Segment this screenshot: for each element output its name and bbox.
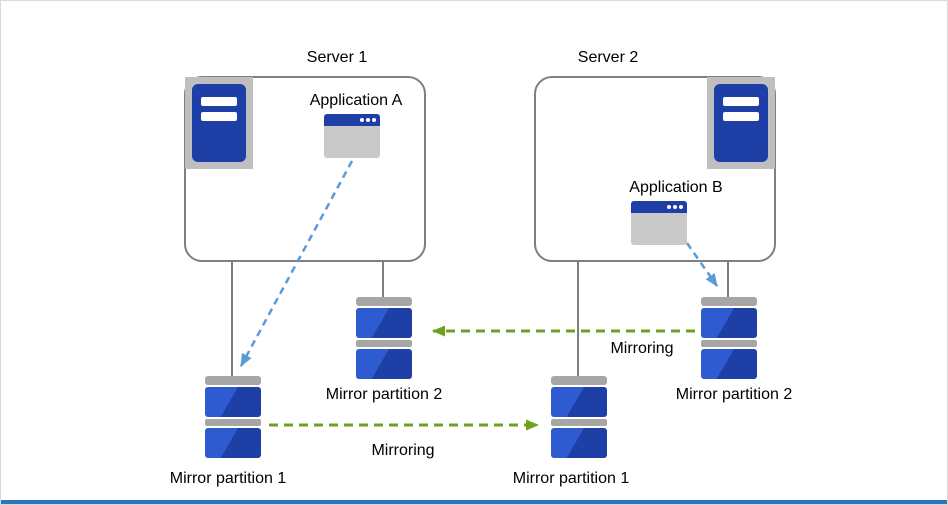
server-tower-slot: [723, 112, 759, 121]
window-dot: [372, 118, 376, 122]
disk-platter: [205, 428, 261, 458]
server-tower-slot: [723, 97, 759, 106]
window-titlebar: [631, 201, 687, 213]
server1-to-mp2-connector: [382, 262, 384, 297]
disk-platter: [551, 428, 607, 458]
application-b-window-icon: [631, 201, 687, 245]
disk-separator: [356, 340, 412, 347]
window-titlebar: [324, 114, 380, 126]
application-b-label: Application B: [629, 179, 723, 196]
mirror-partition-2-left-disk-icon: [356, 297, 412, 381]
mirror-partition-1-left-disk-icon: [205, 376, 261, 460]
window-dot: [360, 118, 364, 122]
mirror-partition-2-right-disk-icon: [701, 297, 757, 381]
disk-platter: [701, 308, 757, 338]
disk-cap: [205, 376, 261, 385]
disk-separator: [551, 419, 607, 426]
server2-to-mp2-connector: [727, 262, 729, 297]
disk-cap: [356, 297, 412, 306]
mirror-partition-1-right-label: Mirror partition 1: [512, 470, 630, 487]
mirror-partition-1-right-disk-icon: [551, 376, 607, 460]
server2-to-mp1-connector: [577, 262, 579, 376]
disk-cap: [701, 297, 757, 306]
mirroring-top-label: Mirroring: [610, 340, 674, 357]
mirror-partition-2-right-label: Mirror partition 2: [675, 386, 793, 403]
window-dot: [366, 118, 370, 122]
bottom-accent-bar: [1, 500, 947, 504]
window-dot: [679, 205, 683, 209]
window-dot: [667, 205, 671, 209]
server-tower-slot: [201, 97, 237, 106]
server-tower-body: [192, 84, 246, 162]
window-titlebar-dots: [360, 118, 376, 122]
disk-platter: [356, 308, 412, 338]
disk-platter: [701, 349, 757, 379]
server2-tower-icon: [707, 77, 775, 169]
window-titlebar-dots: [667, 205, 683, 209]
server2-label: Server 2: [577, 49, 639, 66]
application-a-label: Application A: [309, 92, 403, 109]
disk-platter: [551, 387, 607, 417]
server-tower-slot: [201, 112, 237, 121]
server1-label: Server 1: [306, 49, 368, 66]
mirroring-bottom-label: Mirroring: [371, 442, 435, 459]
application-a-window-icon: [324, 114, 380, 158]
mirror-partition-1-left-label: Mirror partition 1: [169, 470, 287, 487]
disk-separator: [701, 340, 757, 347]
disk-cap: [551, 376, 607, 385]
disk-separator: [205, 419, 261, 426]
window-dot: [673, 205, 677, 209]
server1-tower-icon: [185, 77, 253, 169]
disk-platter: [356, 349, 412, 379]
mirror-partition-2-left-label: Mirror partition 2: [325, 386, 443, 403]
disk-platter: [205, 387, 261, 417]
server1-to-mp1-connector: [231, 262, 233, 376]
server-tower-body: [714, 84, 768, 162]
